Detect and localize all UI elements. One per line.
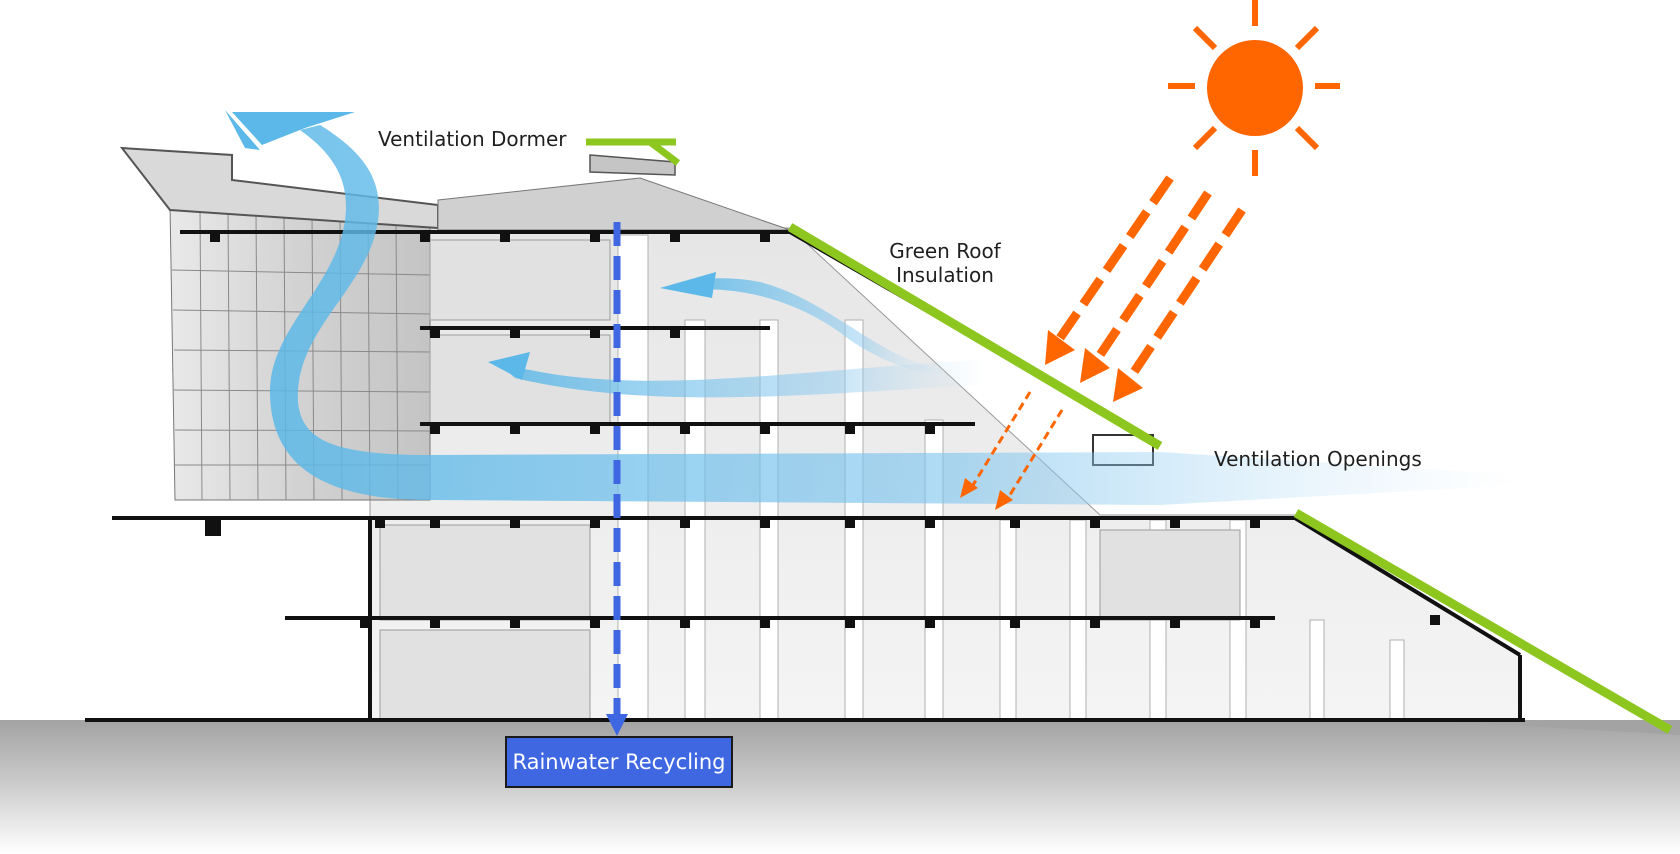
- building-section: [85, 146, 1525, 722]
- slab-beams: [205, 232, 1440, 628]
- airflow-arrow: [232, 112, 355, 145]
- reflected-heat-arrows: [968, 391, 1064, 504]
- lower-roof-slab: [1293, 516, 1522, 657]
- rainwater-arrow-head: [606, 714, 628, 736]
- green-roof-lower: [1293, 509, 1673, 734]
- rainwater-recycling-box: Rainwater Recycling: [505, 736, 733, 788]
- ground: [0, 720, 1680, 854]
- airflow-arrows: [225, 110, 1520, 505]
- label-green-roof-line2: Insulation: [896, 263, 994, 287]
- label-green-roof: Green Roof Insulation: [880, 239, 1010, 287]
- airflow-upper-band: [690, 278, 940, 375]
- hill-slope: [1420, 720, 1680, 735]
- label-ventilation-dormer: Ventilation Dormer: [378, 127, 567, 151]
- airflow-mid-band: [500, 360, 980, 398]
- solar-ray-heads: [1045, 330, 1143, 402]
- solar-ray-arrow: [1056, 175, 1174, 341]
- label-ventilation-openings: Ventilation Openings: [1214, 447, 1422, 471]
- airflow-main-band: [269, 125, 1520, 505]
- sun-icon: [1168, 0, 1340, 176]
- floor-slabs: [85, 230, 1525, 722]
- solar-ray-arrow: [1126, 207, 1246, 381]
- solar-ray-arrow: [1094, 190, 1212, 361]
- canopy-roof: [119, 146, 439, 230]
- label-green-roof-line1: Green Roof: [889, 239, 1001, 263]
- green-roof-upper: [787, 223, 1163, 450]
- solar-rays: [1056, 175, 1246, 381]
